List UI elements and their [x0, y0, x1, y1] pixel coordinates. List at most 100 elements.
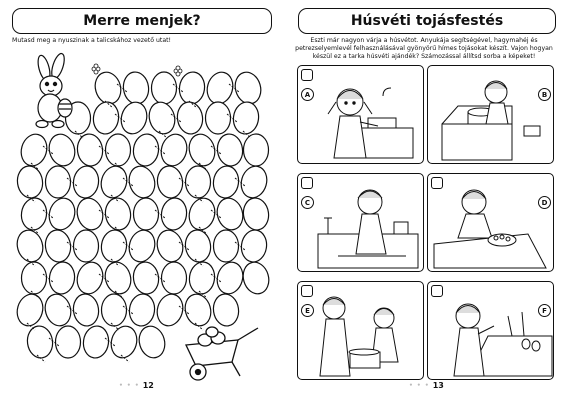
story-panel-d: D — [427, 173, 554, 272]
maze-instruction: Mutasd meg a nyuszinak a talicskához vez… — [12, 37, 172, 44]
maze-passage-mark — [114, 290, 124, 299]
maze-egg — [156, 229, 184, 263]
girl-and-mother-icon — [319, 296, 399, 377]
maze-egg — [110, 325, 138, 359]
maze-egg — [128, 165, 156, 199]
panel-letter: D — [538, 196, 551, 209]
maze-passage-mark — [66, 305, 78, 315]
maze-egg — [48, 261, 76, 295]
maze-egg — [104, 261, 132, 295]
girl-at-sink-icon — [327, 87, 414, 159]
maze-passage-mark — [110, 258, 120, 267]
maze-egg — [160, 197, 188, 231]
maze-egg — [72, 293, 100, 327]
maze-egg — [20, 133, 48, 167]
maze-passage-mark — [198, 162, 208, 171]
maze-egg — [216, 261, 244, 295]
maze-passage-mark — [98, 145, 110, 155]
maze-egg — [76, 197, 104, 231]
maze-passage-mark — [26, 194, 36, 203]
left-page: Merre menjek? Mutasd meg a nyuszinak a t… — [12, 8, 272, 390]
maze-egg — [132, 197, 160, 231]
story-panel-c: C — [297, 173, 424, 272]
story-panel-b: B — [427, 65, 554, 164]
maze-egg — [150, 71, 178, 105]
maze-passage-mark — [194, 322, 204, 331]
maze-egg — [188, 133, 216, 167]
right-page: Húsvéti tojásfestés Eszti már nagyon vár… — [281, 0, 562, 400]
order-checkbox[interactable] — [431, 177, 443, 189]
maze-egg — [72, 229, 100, 263]
story-panel-a: A — [297, 65, 424, 164]
maze-egg — [16, 293, 44, 327]
maze-egg — [92, 101, 120, 135]
maze-passage-mark — [30, 162, 40, 171]
maze-egg — [184, 229, 212, 263]
maze-egg — [132, 133, 160, 167]
maze-passage-mark — [114, 162, 124, 171]
maze-egg — [234, 71, 262, 105]
order-checkbox[interactable] — [301, 285, 313, 297]
order-checkbox[interactable] — [431, 285, 443, 297]
order-checkbox[interactable] — [301, 69, 313, 81]
maze-egg — [212, 165, 240, 199]
maze-passage-mark — [234, 177, 246, 187]
maze-passage-mark — [178, 241, 190, 251]
maze-egg — [44, 229, 72, 263]
maze-passage-mark — [42, 273, 54, 283]
maze-passage-mark — [98, 209, 110, 219]
wheelbarrow-icon — [185, 326, 259, 381]
maze-egg — [100, 293, 128, 327]
maze-passage-mark — [194, 194, 204, 203]
maze-passage-mark — [210, 273, 222, 283]
maze-egg — [212, 229, 240, 263]
maze-egg — [20, 197, 48, 231]
maze-passage-mark — [114, 113, 126, 123]
maze-egg — [122, 71, 150, 105]
maze-passage-mark — [42, 209, 54, 219]
maze-passage-mark — [178, 177, 190, 187]
maze-passage-mark — [98, 273, 110, 283]
maze-egg — [206, 71, 234, 105]
maze-passage-mark — [110, 322, 120, 331]
maze-path-marks — [26, 83, 252, 363]
right-page-number: • • • 13 — [409, 381, 444, 390]
maze-egg — [76, 261, 104, 295]
maze-egg — [20, 261, 48, 295]
maze-egg — [212, 293, 240, 327]
maze-passage-mark — [198, 226, 208, 235]
maze-egg — [16, 229, 44, 263]
maze-egg — [176, 101, 204, 135]
maze-passage-mark — [122, 177, 134, 187]
maze-passage-mark — [74, 130, 84, 139]
maze-passage-mark — [226, 113, 238, 123]
maze-passage-mark — [30, 226, 40, 235]
girl-at-stove-icon — [441, 80, 541, 161]
maze-egg — [128, 293, 156, 327]
maze-passage-mark — [188, 100, 198, 109]
maze-egg — [94, 71, 122, 105]
maze-egg — [48, 133, 76, 167]
maze-passage-mark — [242, 130, 252, 139]
maze-egg — [242, 197, 270, 231]
maze-passage-mark — [210, 145, 222, 155]
maze-passage-mark — [210, 209, 222, 219]
maze-eggs — [16, 71, 270, 359]
maze-egg — [104, 133, 132, 167]
maze-egg — [148, 101, 176, 135]
maze-passage-mark — [154, 273, 166, 283]
panel-letter: A — [301, 88, 314, 101]
panel-letter: C — [301, 196, 314, 209]
maze-passage-mark — [154, 209, 166, 219]
maze-egg — [76, 133, 104, 167]
panel-letter: B — [538, 88, 551, 101]
maze-passage-mark — [48, 337, 60, 347]
maze-egg — [240, 229, 268, 263]
maze-egg — [48, 197, 76, 231]
maze-egg — [216, 133, 244, 167]
maze-egg — [120, 101, 148, 135]
maze-egg — [204, 101, 232, 135]
maze-egg — [100, 165, 128, 199]
maze-egg — [16, 165, 44, 199]
order-checkbox[interactable] — [301, 177, 313, 189]
